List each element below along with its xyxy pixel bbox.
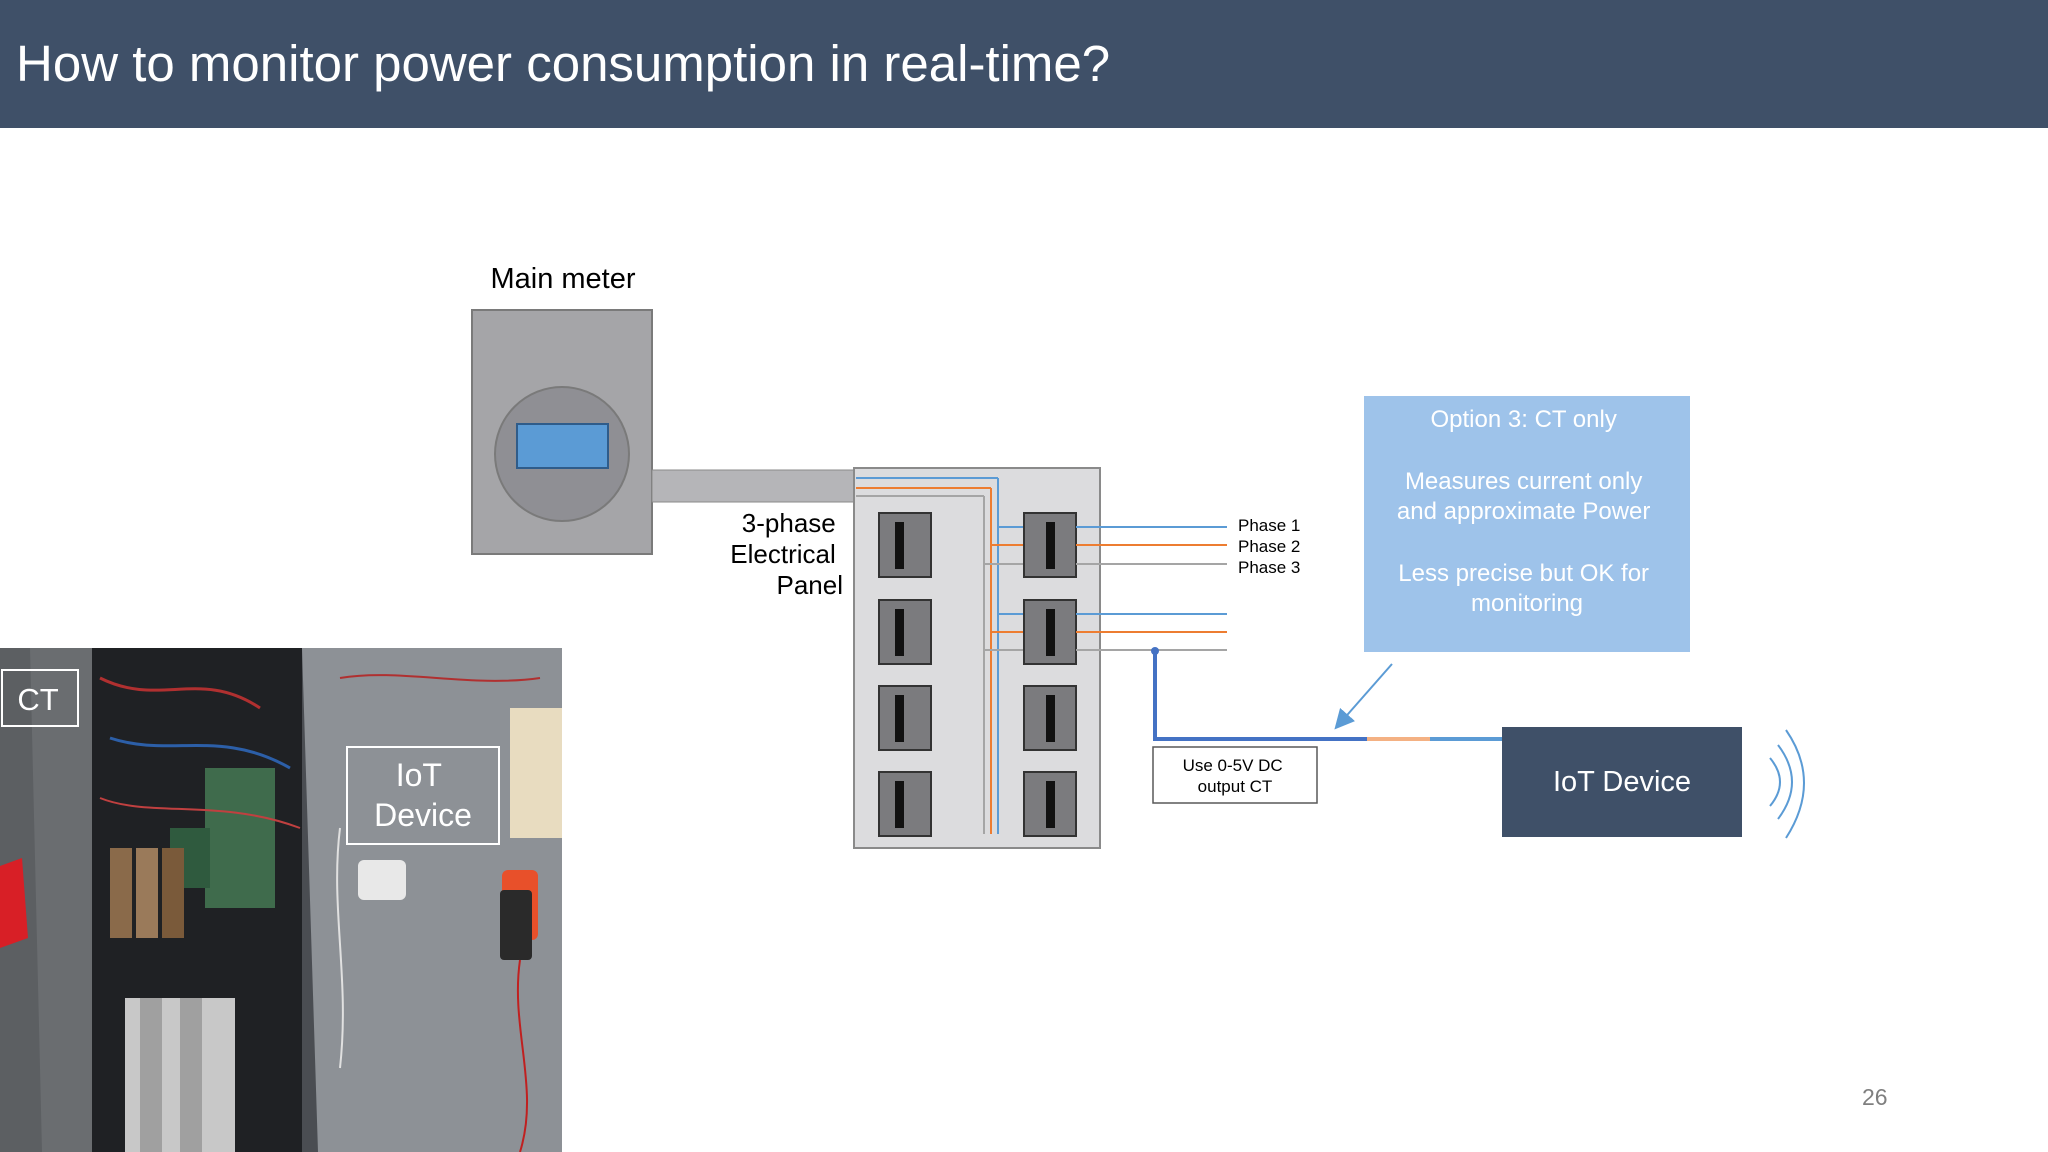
ct-label-box — [1152, 746, 1318, 804]
breaker-left-4 — [878, 771, 932, 837]
main-meter-label: Main meter — [490, 263, 635, 295]
ct-wire — [1153, 651, 1367, 741]
pointer-arrow — [1334, 663, 1393, 730]
cabinet-photo: CT IoT Device — [0, 648, 562, 1152]
meter-display — [516, 423, 609, 469]
phase-labels: Phase 1 Phase 2 Phase 3 — [1238, 516, 1305, 577]
option-3-text: Option 3: CT only Measures current only … — [1397, 406, 1657, 617]
slide-header: How to monitor power consumption in real… — [0, 0, 2048, 128]
ct-photo-label: CT — [17, 682, 58, 717]
ct-photo-box — [1, 669, 79, 727]
iot-device-box — [1502, 727, 1742, 837]
option-3-box — [1364, 396, 1690, 652]
meter-conduit — [651, 469, 856, 503]
breaker-left-3 — [878, 685, 932, 751]
panel-label: 3-phase Electrical Panel — [730, 508, 843, 600]
ct-label: Use 0-5V DC output CT — [1183, 756, 1288, 796]
breaker-right-1 — [1023, 512, 1077, 578]
iot-photo-label: IoT Device — [374, 757, 472, 833]
electrical-panel — [853, 467, 1101, 849]
slide-title: How to monitor power consumption in real… — [16, 35, 1111, 92]
iot-photo-box — [346, 746, 500, 845]
page-number: 26 — [1862, 1084, 1888, 1110]
breaker-right-2 — [1023, 599, 1077, 665]
breaker-left-2 — [878, 599, 932, 665]
main-meter — [471, 309, 653, 555]
wireless-signal-icon — [1769, 729, 1805, 839]
breaker-left-1 — [878, 512, 932, 578]
breaker-right-3 — [1023, 685, 1077, 751]
breaker-right-4 — [1023, 771, 1077, 837]
iot-device-label: IoT Device — [1553, 766, 1691, 798]
